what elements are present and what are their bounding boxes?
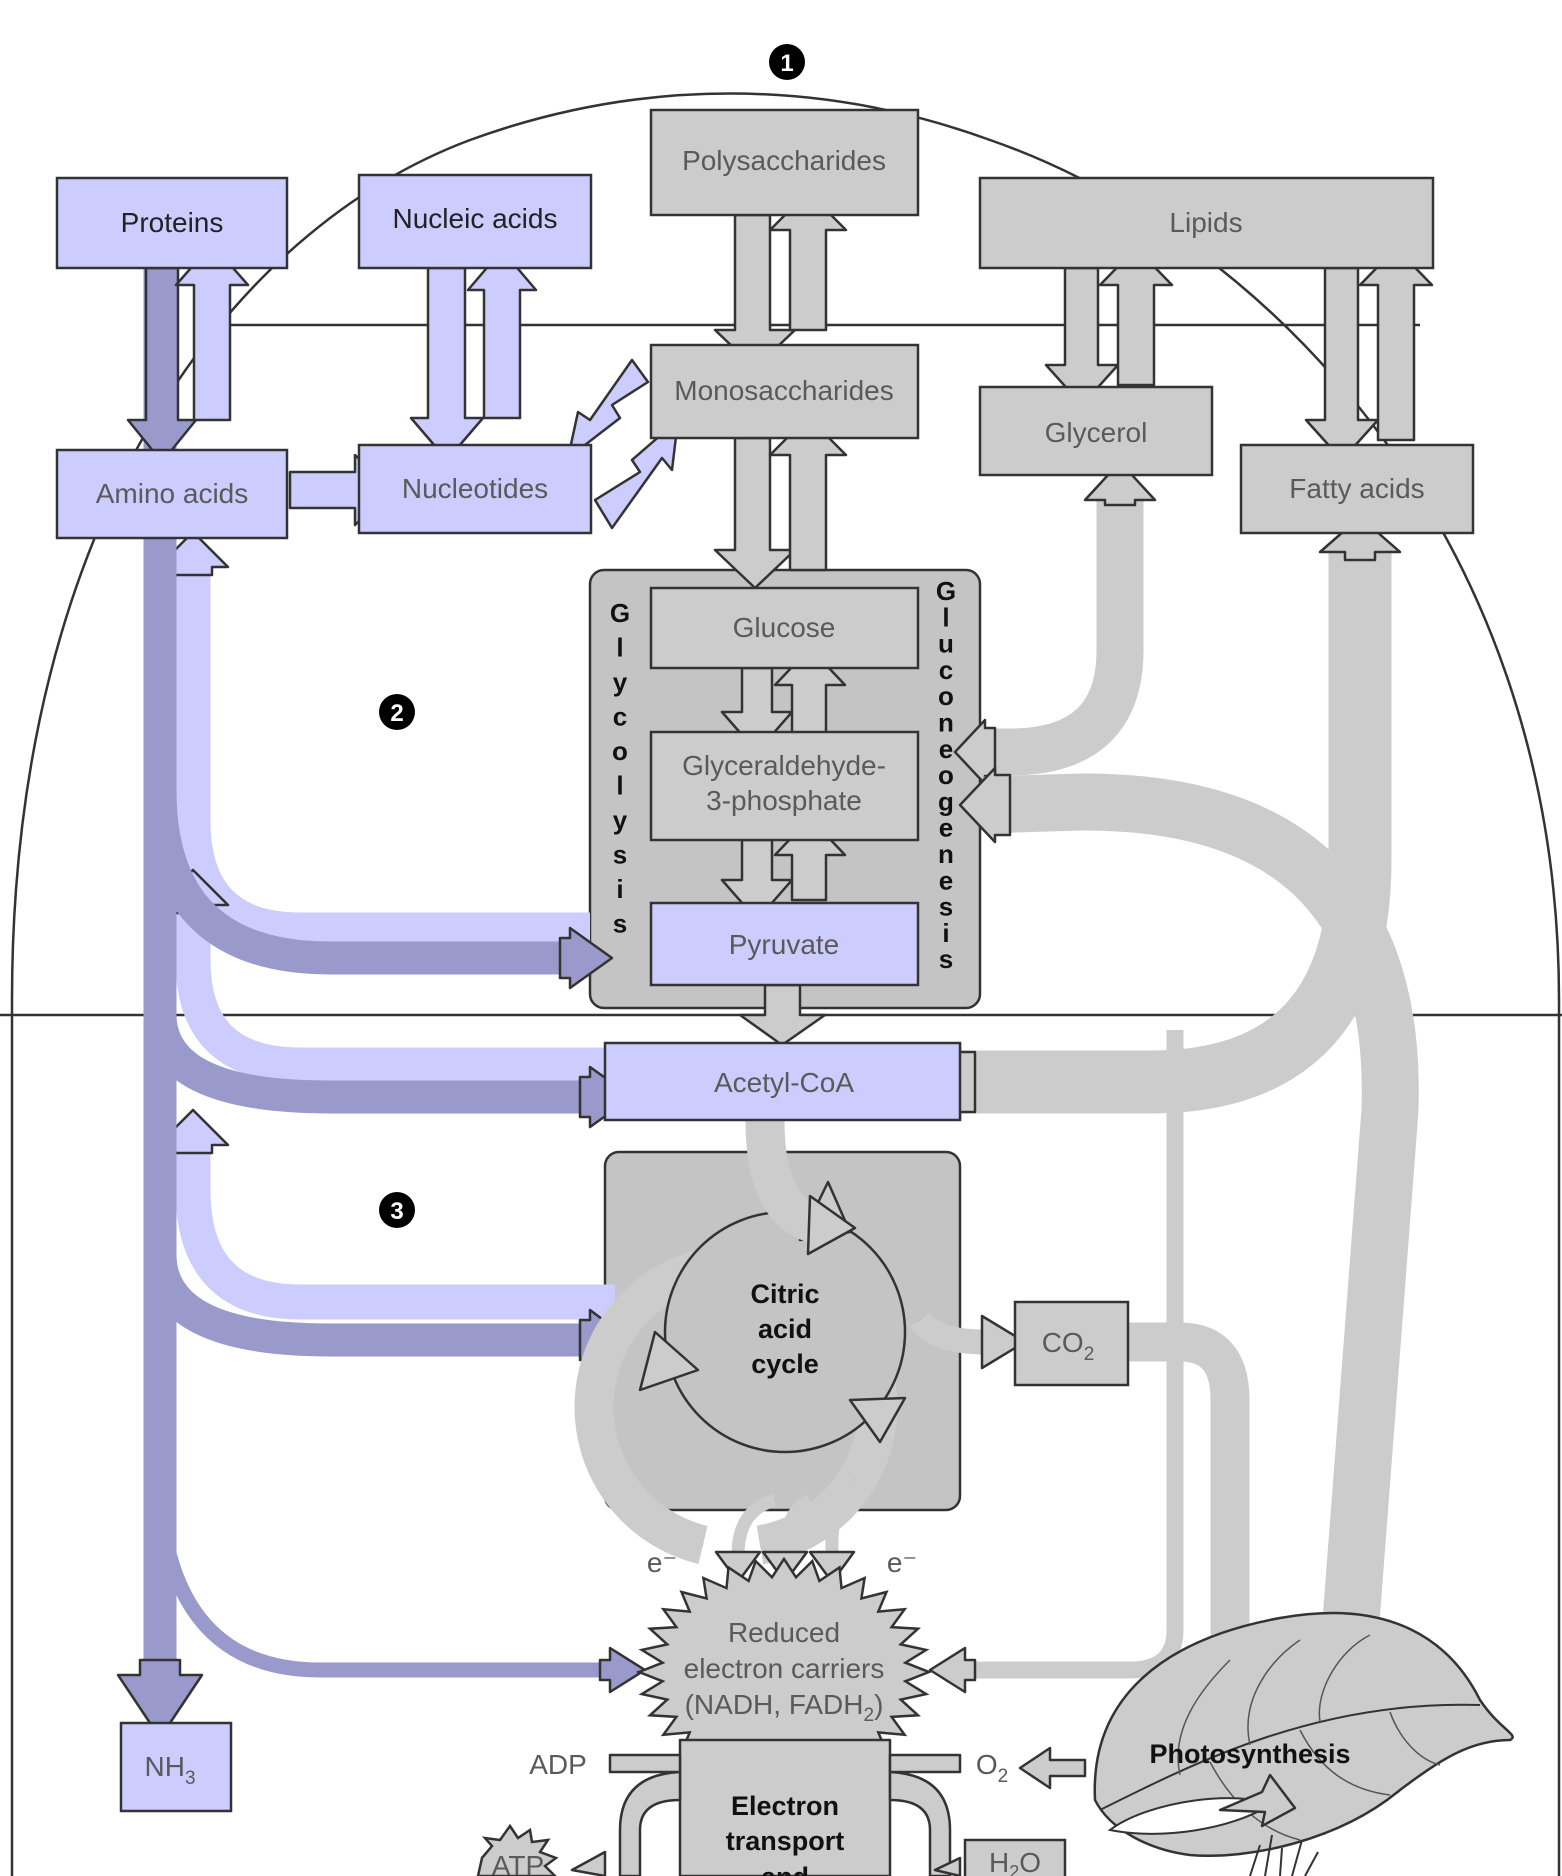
svg-text:ATP: ATP	[492, 1850, 544, 1876]
o2-arrowhead	[1018, 1746, 1087, 1790]
svg-text:Glycerol: Glycerol	[1045, 417, 1148, 448]
svg-text:Lipids: Lipids	[1169, 207, 1242, 238]
photosynthesis-to-g3p-band-fill	[984, 773, 1419, 1768]
grass-illustration	[1249, 1834, 1319, 1876]
monosaccharides-node: Monosaccharides	[649, 343, 920, 440]
electron-transport-node: Electron transport and	[608, 1738, 962, 1876]
fatty-acids-node: Fatty acids	[1239, 443, 1475, 535]
nucleotides-to-monosaccharides-arrow	[593, 418, 680, 530]
svg-text:Photosynthesis: Photosynthesis	[1149, 1739, 1350, 1769]
cycle-entry-arrowhead	[806, 1194, 857, 1256]
co2-node: CO2	[1013, 1300, 1130, 1387]
polysaccharides-node: Polysaccharides	[649, 108, 920, 217]
stage-marker-1: 1	[769, 44, 805, 80]
svg-text:1: 1	[780, 50, 793, 77]
amino-to-pyruvate-band-fill	[143, 789, 575, 975]
acetylcoa-to-amino-band-fill	[175, 890, 610, 1083]
svg-text:Glyceraldehyde-: Glyceraldehyde-	[682, 750, 886, 781]
adp-label: ADP	[529, 1749, 587, 1780]
nh3-node: NH3	[119, 1721, 233, 1813]
lipids-node: Lipids	[978, 176, 1435, 270]
cycle-to-co2-band-fill	[909, 1312, 986, 1355]
svg-text:Nucleotides: Nucleotides	[402, 473, 548, 504]
svg-text:Pyruvate: Pyruvate	[729, 929, 840, 960]
atp-node: ATP	[476, 1823, 559, 1876]
g3p-from-photosynthesis-arrowhead	[958, 766, 1012, 844]
amino-to-carriers-line-fill	[152, 1499, 615, 1678]
monosaccharides-to-nucleotides-arrow	[566, 358, 650, 460]
svg-text:transport: transport	[726, 1826, 845, 1856]
carriers-from-right-arrowhead	[928, 1646, 977, 1694]
lipids-fatty-acids-arrow	[1304, 246, 1434, 462]
electron-label-left: e⁻	[647, 1547, 677, 1578]
g3p-node: Glyceraldehyde- 3-phosphate	[649, 730, 920, 842]
polysaccharides-monosaccharides-arrow	[713, 190, 848, 370]
h2o-arrowhead	[933, 1856, 962, 1876]
svg-text:Amino acids: Amino acids	[96, 478, 249, 509]
leaf-illustration: Photosynthesis	[1093, 1611, 1514, 1857]
citric-acid-cycle-label: Citric acid cycle	[750, 1279, 819, 1379]
pyruvate-from-amino-arrowhead	[558, 926, 614, 990]
svg-text:Proteins: Proteins	[121, 207, 224, 238]
nucleotides-node: Nucleotides	[357, 443, 593, 535]
nucleic-acids-nucleotides-arrow	[409, 248, 538, 462]
svg-text:cycle: cycle	[751, 1349, 819, 1379]
amino-to-cycle-band-fill	[143, 1254, 590, 1357]
svg-text:Acetyl-CoA: Acetyl-CoA	[714, 1067, 854, 1098]
glucose-node: Glucose	[649, 586, 920, 670]
acetyl-coa-node: Acetyl-CoA	[603, 1041, 962, 1122]
svg-text:and: and	[761, 1862, 809, 1876]
h2o-node: H2O	[963, 1838, 1067, 1876]
svg-text:Nucleic acids: Nucleic acids	[393, 203, 558, 234]
svg-text:Polysaccharides: Polysaccharides	[682, 145, 886, 176]
proteins-node: Proteins	[55, 176, 289, 270]
amino-to-acetylcoa-band-fill	[143, 1014, 590, 1114]
lipids-glycerol-arrow	[1044, 246, 1174, 407]
atp-arrowhead	[570, 1850, 607, 1876]
svg-text:H2O: H2O	[989, 1847, 1041, 1876]
stage-marker-2: 2	[379, 694, 415, 730]
svg-text:CO2: CO2	[1042, 1327, 1095, 1365]
co2-arrowhead	[980, 1314, 1027, 1370]
svg-text:3: 3	[390, 1198, 403, 1225]
pyruvate-node: Pyruvate	[649, 901, 920, 987]
svg-text:electron carriers: electron carriers	[684, 1653, 885, 1684]
monosaccharides-glucose-arrow	[713, 415, 848, 590]
glycerol-node: Glycerol	[978, 385, 1214, 477]
svg-text:Glucose: Glucose	[733, 612, 836, 643]
svg-text:Fatty acids: Fatty acids	[1289, 473, 1424, 504]
carriers-from-amino-arrowhead	[598, 1646, 647, 1694]
proteins-to-amino-arrow	[126, 242, 250, 464]
pyruvate-to-amino-band-fill	[175, 550, 590, 948]
svg-text:2: 2	[390, 700, 403, 727]
pyruvate-to-amino-band	[191, 550, 590, 932]
nucleic-acids-node: Nucleic acids	[357, 173, 593, 270]
stage-marker-3: 3	[379, 1192, 415, 1228]
svg-text:NH3: NH3	[144, 1751, 195, 1789]
svg-text:O2: O2	[976, 1749, 1008, 1787]
svg-text:Electron: Electron	[731, 1791, 839, 1821]
pyruvate-acetylcoa-arrow	[738, 983, 827, 1047]
o2-label: O2	[976, 1749, 1008, 1787]
svg-text:acid: acid	[758, 1314, 812, 1344]
glycerol-to-gluconeogenesis-band-fill	[975, 495, 1144, 776]
amino-acids-node: Amino acids	[55, 448, 289, 540]
svg-text:3-phosphate: 3-phosphate	[706, 785, 862, 816]
svg-text:Citric: Citric	[750, 1279, 819, 1309]
electron-label-right: e⁻	[887, 1547, 917, 1578]
reduced-carriers-node: Reduced electron carriers (NADH, FADH2)	[635, 1556, 933, 1788]
svg-text:Reduced: Reduced	[728, 1617, 840, 1648]
svg-text:(NADH, FADH2): (NADH, FADH2)	[685, 1689, 884, 1726]
svg-text:Monosaccharides: Monosaccharides	[674, 375, 893, 406]
cycle-to-amino-band-fill	[175, 1140, 615, 1320]
co2-to-photosynthesis-band-fill	[1128, 1322, 1250, 1740]
